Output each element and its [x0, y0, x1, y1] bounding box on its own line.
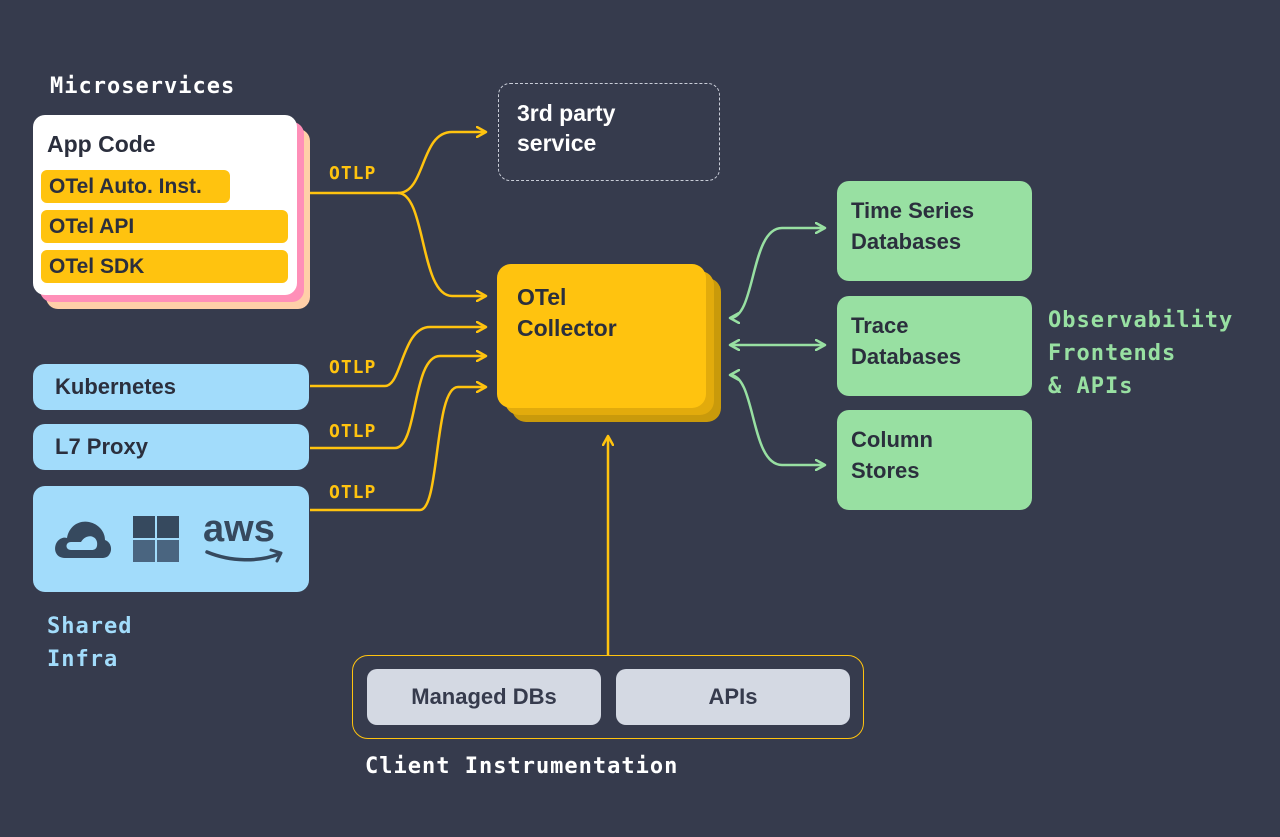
column-line1: Column	[851, 427, 933, 452]
link-column	[730, 375, 825, 465]
third-party-line1: 3rd party	[517, 100, 616, 126]
windows-icon	[133, 516, 179, 562]
link-time-series	[730, 228, 825, 318]
chip-otel-api: OTel API	[41, 210, 288, 243]
time-series-line1: Time Series	[851, 198, 975, 223]
otlp-label-cloud: OTLP	[329, 482, 377, 503]
otlp-line-cloud	[310, 387, 486, 512]
otlp-line-l7-proxy	[310, 356, 486, 450]
chip-otel-auto-inst: OTel Auto. Inst.	[41, 170, 230, 203]
aws-logo-text: aws	[203, 508, 275, 550]
managed-dbs-box: Managed DBs	[367, 669, 601, 725]
time-series-databases-box: Time Series Databases	[837, 181, 1032, 281]
trace-databases-box: Trace Databases	[837, 296, 1032, 396]
collector-line2: Collector	[517, 315, 617, 341]
third-party-line2: service	[517, 130, 597, 156]
otlp-line-kubernetes	[310, 327, 486, 388]
aws-icon: aws	[203, 508, 287, 568]
l7-proxy-box: L7 Proxy	[33, 424, 309, 470]
aws-smile	[205, 548, 283, 563]
otlp-label-kubernetes: OTLP	[329, 357, 377, 378]
third-party-service-label: 3rd party service	[517, 98, 615, 158]
shared-infra-line2: Infra	[47, 647, 119, 672]
trace-line1: Trace	[851, 313, 909, 338]
observability-label: Observability Frontends & APIs	[1048, 304, 1233, 403]
otlp-label-microservices: OTLP	[329, 163, 377, 184]
otlp-line-microservices-to-collector	[397, 191, 486, 296]
otlp-line-to-third-party	[310, 132, 486, 195]
shared-infra-label: Shared Infra	[47, 610, 132, 676]
app-code-title: App Code	[47, 131, 156, 157]
cloud-providers-box: aws	[33, 486, 309, 592]
otel-collector: OTel Collector	[497, 264, 706, 408]
column-stores-box: Column Stores	[837, 410, 1032, 510]
time-series-line2: Databases	[851, 229, 962, 254]
client-instrumentation-group: Managed DBs APIs	[352, 655, 864, 739]
shared-infra-line1: Shared	[47, 614, 133, 639]
microservices-heading: Microservices	[50, 74, 236, 99]
kubernetes-box: Kubernetes	[33, 364, 309, 410]
third-party-service-box: 3rd party service	[498, 83, 720, 181]
observability-line2: Frontends	[1048, 341, 1177, 366]
observability-line3: & APIs	[1048, 374, 1134, 399]
apis-box: APIs	[616, 669, 850, 725]
trace-line2: Databases	[851, 344, 962, 369]
collector-line1: OTel	[517, 284, 567, 310]
otlp-label-l7-proxy: OTLP	[329, 421, 377, 442]
column-line2: Stores	[851, 458, 920, 483]
chip-otel-sdk: OTel SDK	[41, 250, 288, 283]
client-instrumentation-label: Client Instrumentation	[365, 754, 679, 779]
observability-line1: Observability	[1048, 308, 1234, 333]
app-code-card: App Code OTel Auto. Inst. OTel API OTel …	[33, 115, 297, 295]
google-cloud-icon	[55, 521, 112, 558]
